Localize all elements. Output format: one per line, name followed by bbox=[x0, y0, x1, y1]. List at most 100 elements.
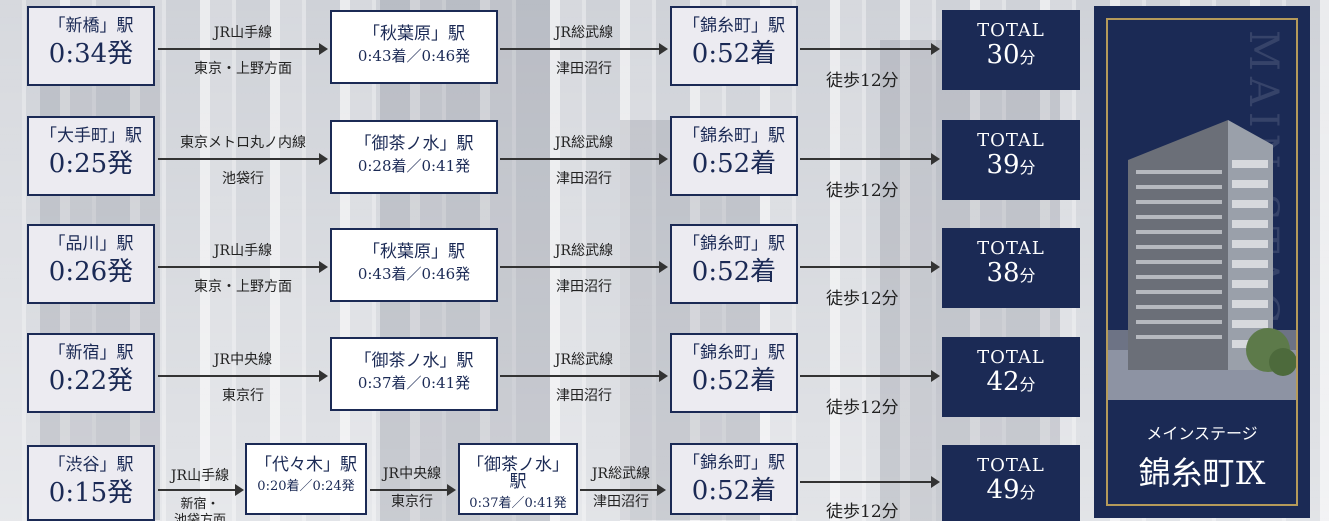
total-label: TOTAL bbox=[977, 20, 1045, 41]
total-value: 38分 bbox=[986, 258, 1036, 288]
destination-arrival-time: 0:52着 bbox=[691, 257, 777, 287]
line-label: JR総武線 bbox=[554, 135, 614, 151]
route-arrow bbox=[158, 43, 328, 55]
destination-station-name: 「錦糸町」駅 bbox=[683, 343, 785, 363]
transfer-station-box: 「秋葉原」駅 0:43着／0:46発 bbox=[330, 10, 498, 84]
transfer-station-box: 「御茶ノ水」駅 0:28着／0:41発 bbox=[330, 120, 498, 194]
destination-station-name: 「錦糸町」駅 bbox=[683, 453, 785, 473]
walk-arrow bbox=[800, 43, 940, 55]
destination-station-name: 「錦糸町」駅 bbox=[683, 16, 785, 36]
route-arrow bbox=[500, 370, 668, 382]
line-label: JR山手線 bbox=[170, 468, 230, 484]
origin-station-box: 「品川」駅 0:26発 bbox=[27, 224, 155, 304]
walk-arrow bbox=[800, 153, 940, 165]
route-row: 「新橋」駅 0:34発 JR山手線 東京・上野方面 「秋葉原」駅 0:43着／0… bbox=[0, 6, 1085, 91]
route-arrow bbox=[500, 153, 668, 165]
transfer-station-box: 「秋葉原」駅 0:43着／0:46発 bbox=[330, 228, 498, 302]
route-arrow bbox=[158, 370, 328, 382]
origin-station-name: 「新宿」駅 bbox=[48, 343, 134, 363]
transfer-time: 0:43着／0:46発 bbox=[357, 47, 471, 65]
route-row: 「新宿」駅 0:22発 JR中央線 東京行 「御茶ノ水」駅 0:37着／0:41… bbox=[0, 333, 1085, 418]
route-arrow bbox=[370, 484, 456, 496]
line-label: JR総武線 bbox=[591, 466, 651, 482]
origin-departure-time: 0:26発 bbox=[48, 257, 134, 287]
line-label: 東京メトロ丸ノ内線 bbox=[180, 135, 306, 151]
origin-departure-time: 0:22発 bbox=[48, 366, 134, 396]
transfer-station-name: 「秋葉原」駅 bbox=[363, 24, 465, 44]
total-label: TOTAL bbox=[977, 455, 1045, 476]
transfer-station-name: 「代々木」駅 bbox=[255, 455, 357, 475]
transfer-time: 0:28着／0:41発 bbox=[357, 157, 471, 175]
property-panel: MAIN STAGE メインステー bbox=[1094, 6, 1310, 518]
destination-arrival-time: 0:52着 bbox=[691, 366, 777, 396]
total-value: 42分 bbox=[986, 367, 1036, 397]
destination-station-box: 「錦糸町」駅 0:52着 bbox=[670, 224, 798, 304]
total-time-box: TOTAL 38分 bbox=[942, 228, 1080, 308]
transfer-station-name: 「御茶ノ水」駅 bbox=[354, 134, 474, 154]
direction-label: 津田沼行 bbox=[556, 171, 612, 187]
total-label: TOTAL bbox=[977, 130, 1045, 151]
transfer-station-name: 「御茶ノ水」駅 bbox=[467, 455, 569, 492]
line-label: JR山手線 bbox=[213, 25, 273, 41]
origin-station-name: 「大手町」駅 bbox=[40, 126, 142, 146]
origin-station-name: 「渋谷」駅 bbox=[48, 455, 134, 475]
walk-arrow bbox=[800, 370, 940, 382]
direction-label: 津田沼行 bbox=[593, 494, 649, 510]
walk-time-label: 徒歩12分 bbox=[826, 502, 899, 521]
origin-station-box: 「渋谷」駅 0:15発 bbox=[27, 445, 155, 521]
destination-arrival-time: 0:52着 bbox=[691, 39, 777, 69]
direction-label: 津田沼行 bbox=[556, 279, 612, 295]
origin-departure-time: 0:15発 bbox=[48, 478, 134, 508]
panel-title: 錦糸町Ⅸ bbox=[1138, 454, 1266, 492]
destination-arrival-time: 0:52着 bbox=[691, 149, 777, 179]
destination-station-box: 「錦糸町」駅 0:52着 bbox=[670, 333, 798, 413]
total-value: 49分 bbox=[986, 475, 1036, 505]
direction-label: 津田沼行 bbox=[556, 61, 612, 77]
route-arrow bbox=[158, 153, 328, 165]
line-label: JR総武線 bbox=[554, 352, 614, 368]
destination-station-box: 「錦糸町」駅 0:52着 bbox=[670, 443, 798, 515]
origin-departure-time: 0:25発 bbox=[48, 149, 134, 179]
route-row: 「大手町」駅 0:25発 東京メトロ丸ノ内線 池袋行 「御茶ノ水」駅 0:28着… bbox=[0, 116, 1085, 201]
origin-station-box: 「新宿」駅 0:22発 bbox=[27, 333, 155, 413]
line-label: JR中央線 bbox=[382, 466, 442, 482]
route-arrow bbox=[158, 261, 328, 273]
transfer-station-box: 「御茶ノ水」駅 0:37着／0:41発 bbox=[330, 337, 498, 411]
route-arrow bbox=[580, 484, 666, 496]
line-label: JR中央線 bbox=[213, 352, 273, 368]
destination-station-name: 「錦糸町」駅 bbox=[683, 126, 785, 146]
transfer-station-box: 「御茶ノ水」駅 0:37着／0:41発 bbox=[458, 443, 578, 515]
route-arrow bbox=[500, 261, 668, 273]
total-label: TOTAL bbox=[977, 238, 1045, 259]
transfer-time: 0:37着／0:41発 bbox=[357, 374, 471, 392]
direction-label: 池袋方面 bbox=[173, 513, 226, 521]
panel-frame: MAIN STAGE メインステー bbox=[1106, 18, 1298, 506]
destination-arrival-time: 0:52着 bbox=[691, 476, 777, 506]
direction-label: 東京・上野方面 bbox=[194, 61, 292, 77]
total-label: TOTAL bbox=[977, 347, 1045, 368]
panel-subtitle: メインステージ bbox=[1146, 424, 1258, 443]
line-label: JR総武線 bbox=[554, 25, 614, 41]
walk-time-label: 徒歩12分 bbox=[826, 71, 899, 91]
origin-departure-time: 0:34発 bbox=[48, 39, 134, 69]
total-time-box: TOTAL 39分 bbox=[942, 120, 1080, 200]
transfer-station-box: 「代々木」駅 0:20着／0:24発 bbox=[245, 443, 367, 515]
direction-label: 新宿・ bbox=[180, 497, 220, 512]
walk-time-label: 徒歩12分 bbox=[826, 181, 899, 201]
direction-label: 津田沼行 bbox=[556, 388, 612, 404]
total-value: 39分 bbox=[986, 150, 1036, 180]
destination-station-box: 「錦糸町」駅 0:52着 bbox=[670, 116, 798, 196]
direction-label: 池袋行 bbox=[222, 171, 264, 187]
total-value: 30分 bbox=[986, 40, 1036, 70]
walk-time-label: 徒歩12分 bbox=[826, 289, 899, 309]
transfer-time: 0:43着／0:46発 bbox=[357, 265, 471, 283]
origin-station-box: 「大手町」駅 0:25発 bbox=[27, 116, 155, 196]
transfer-time: 0:20着／0:24発 bbox=[257, 479, 355, 494]
direction-label: 東京行 bbox=[391, 494, 433, 510]
route-row: 「品川」駅 0:26発 JR山手線 東京・上野方面 「秋葉原」駅 0:43着／0… bbox=[0, 224, 1085, 309]
origin-station-name: 「品川」駅 bbox=[48, 234, 134, 254]
transfer-station-name: 「秋葉原」駅 bbox=[363, 242, 465, 262]
transfer-time: 0:37着／0:41発 bbox=[469, 496, 567, 511]
origin-station-name: 「新橋」駅 bbox=[48, 16, 134, 36]
transfer-station-name: 「御茶ノ水」駅 bbox=[354, 351, 474, 371]
